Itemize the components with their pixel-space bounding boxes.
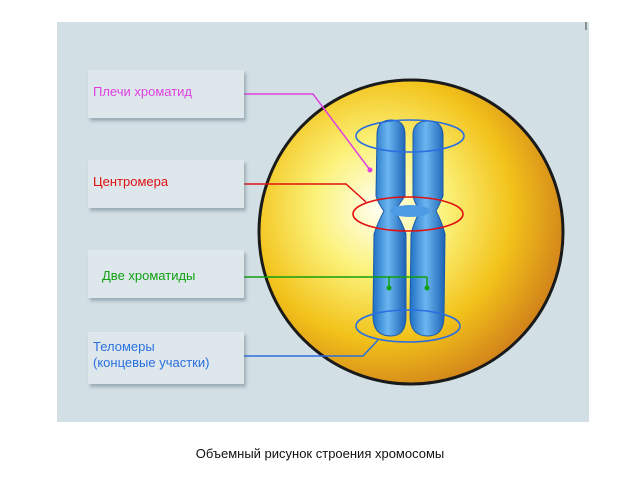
label-chromatid-arms-text: Плечи хроматид [93,84,193,99]
centromere-leader-line [244,183,367,203]
chromatid-left [372,119,407,337]
arms-leader-dot [367,167,373,173]
label-telomeres-line1: Теломеры [93,339,155,354]
arms-ring [355,119,465,153]
centromere-ring [352,196,464,232]
chromatids-dot-right [424,285,430,291]
label-centromere-text: Центромера [93,174,169,189]
label-chromatid-arms: Плечи хроматид [88,70,244,118]
label-two-chromatids: Две хроматиды [88,250,244,298]
chromosome [372,119,446,337]
arms-leader-line [244,93,371,171]
chromatids-dot-left [386,285,392,291]
label-telomeres-line2: (концевые участки) [93,355,210,370]
telomeres-leader-line [244,339,379,357]
telomere-ring [355,309,461,343]
label-centromere: Центромера [88,160,244,208]
cell-circle [257,78,565,386]
figure-caption: Объемный рисунок строения хромосомы [195,446,445,461]
label-telomeres: Теломеры (концевые участки) [88,332,244,384]
label-two-chromatids-text: Две хроматиды [102,268,196,283]
centromere-constriction [390,205,430,217]
